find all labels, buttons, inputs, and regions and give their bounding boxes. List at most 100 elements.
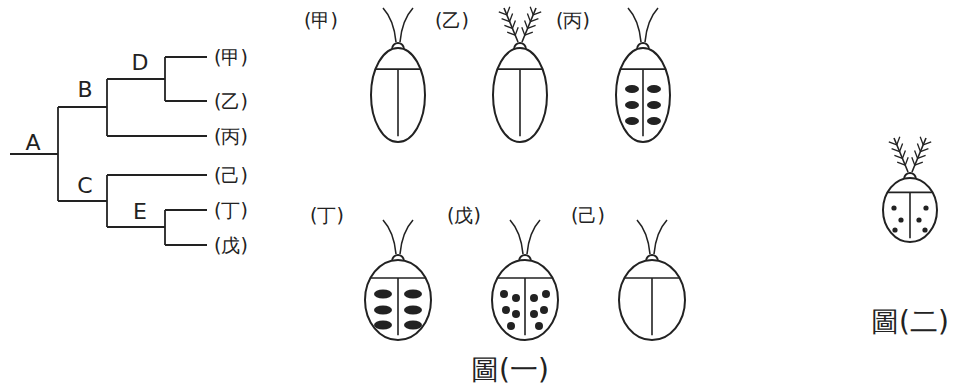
spot (507, 322, 515, 330)
tree-branch (57, 107, 59, 201)
spot (530, 310, 538, 318)
leaf-label: (戊) (214, 236, 248, 255)
antenna (400, 220, 413, 254)
beetle-figure (619, 220, 685, 340)
spot (404, 306, 422, 315)
leaf-label: (己) (214, 166, 248, 185)
spot (502, 306, 510, 314)
spot (625, 101, 639, 109)
spot (374, 321, 392, 330)
tree-branch (107, 226, 165, 228)
beetle-figure (371, 8, 425, 142)
tree-branch (165, 100, 207, 102)
antenna-branch (499, 7, 510, 15)
spot (922, 227, 927, 232)
spot (512, 310, 520, 318)
branch-label: B (77, 79, 92, 101)
antenna (527, 220, 540, 254)
antenna (912, 138, 926, 172)
beetle-body (616, 48, 670, 142)
spot (891, 205, 896, 210)
figure-label: (戊) (447, 206, 481, 225)
antenna (383, 220, 396, 254)
tree-branch (106, 175, 108, 227)
spot (916, 217, 921, 222)
tree-branch (58, 106, 107, 108)
antenna-branch (920, 137, 931, 145)
beetle-body (883, 178, 937, 242)
spot (625, 117, 639, 125)
beetle-figure (492, 220, 558, 340)
figure-label: (丙) (556, 11, 590, 30)
antenna (522, 8, 536, 42)
spot (530, 294, 538, 302)
tree-branch (107, 78, 165, 80)
antenna (383, 8, 396, 42)
tree-branch (107, 135, 207, 137)
spot (892, 227, 897, 232)
spot (647, 117, 661, 125)
antenna (645, 8, 658, 42)
elytra-line (375, 69, 420, 136)
beetle-figure (883, 137, 937, 242)
tree-branch (58, 200, 107, 202)
beetle-body (619, 260, 685, 340)
spot (374, 290, 392, 299)
spot (625, 85, 639, 93)
beetle-figure (616, 8, 670, 142)
antenna-branch (889, 137, 900, 145)
branch-label: D (132, 52, 149, 74)
antenna-branch (530, 7, 541, 15)
leaf-label: (甲) (214, 48, 248, 67)
figure-label: (己) (571, 206, 605, 225)
antenna (400, 8, 413, 42)
spot (404, 321, 422, 330)
spot (542, 290, 550, 298)
spot (512, 294, 520, 302)
branch-label: C (77, 175, 92, 197)
beetle-body (492, 260, 558, 340)
spot (535, 322, 543, 330)
beetle-body (371, 48, 425, 142)
leaf-label: (乙) (214, 92, 248, 111)
beetle-body (493, 48, 547, 142)
figure-label: (乙) (435, 11, 469, 30)
branch-label: E (133, 201, 147, 223)
tree-branch (165, 209, 207, 211)
spot (647, 85, 661, 93)
antenna (894, 138, 908, 172)
spot (647, 101, 661, 109)
tree-branch (165, 56, 207, 58)
spot (540, 306, 548, 314)
leaf-label: (丙) (214, 127, 248, 146)
branch-label: A (25, 132, 40, 154)
antenna (628, 8, 641, 42)
beetle-body (365, 260, 431, 340)
elytra-line (620, 69, 665, 136)
elytra-line (887, 192, 932, 238)
beetle-figure (493, 7, 547, 142)
elytra-line (370, 278, 425, 335)
spot (898, 217, 903, 222)
tree-branch (165, 244, 207, 246)
tree-lines (10, 57, 207, 245)
leaf-label: (丁) (214, 201, 248, 220)
spot (374, 306, 392, 315)
antenna (654, 220, 667, 254)
elytra-line (497, 69, 542, 136)
antenna (504, 8, 518, 42)
tree-branch (164, 57, 166, 101)
figure-label: (甲) (304, 11, 338, 30)
antenna (637, 220, 650, 254)
figure-caption: 圖(二) (871, 308, 949, 336)
spot (923, 205, 928, 210)
figure-label: (丁) (310, 206, 344, 225)
tree-branch (106, 79, 108, 136)
spot (404, 290, 422, 299)
spot (500, 290, 508, 298)
antenna (510, 220, 523, 254)
figure-caption: 圖(一) (471, 356, 549, 384)
elytra-line (497, 278, 552, 335)
beetle-figure (365, 220, 431, 340)
